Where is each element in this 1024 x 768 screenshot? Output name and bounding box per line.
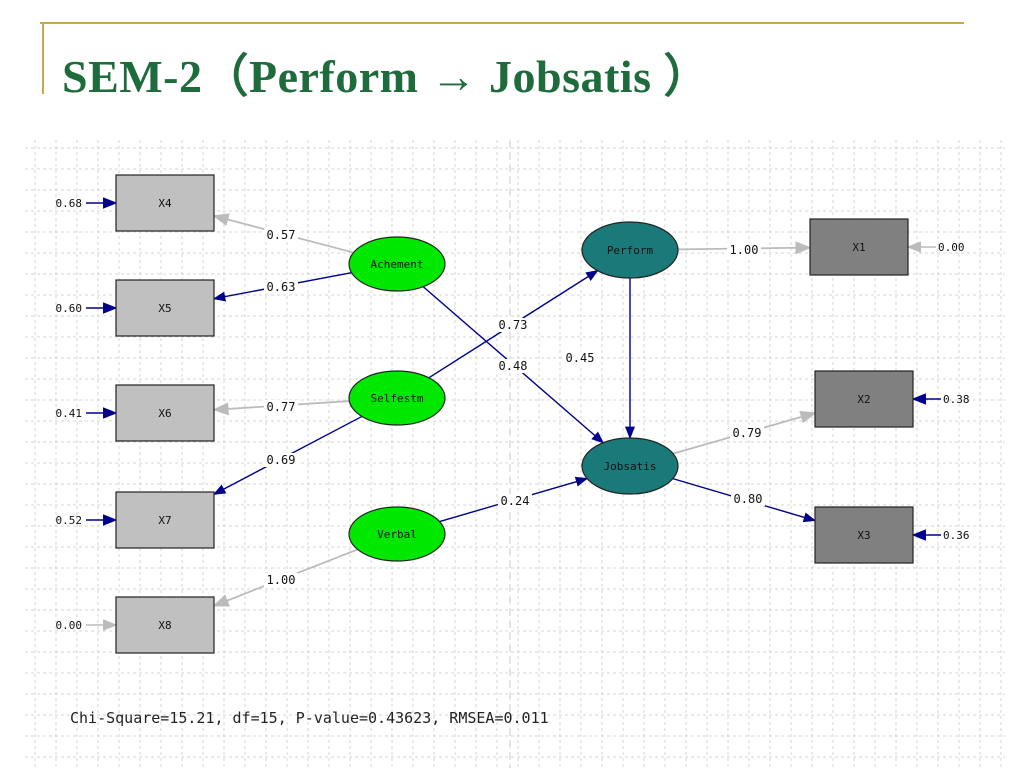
slide-title: SEM-2（Perform → Jobsatis ） (62, 51, 710, 102)
path-label-bg (727, 243, 761, 257)
path-coefficient-verbal-jobsatis: 0.24 (501, 494, 530, 508)
latent-label-selfestm: Selfestm (371, 392, 424, 405)
observed-box-x2 (814, 370, 914, 428)
title-accent-left-line (42, 22, 44, 94)
observed-label-x4: X4 (158, 197, 172, 210)
latent-jobsatis: Jobsatis (581, 437, 679, 495)
latent-selfestm: Selfestm (348, 370, 446, 426)
observed-x3: X3 (814, 506, 914, 564)
path-coefficient-selfestm-x6: 0.77 (267, 400, 296, 414)
latent-ellipse-verbal (348, 506, 446, 562)
observed-label-x7: X7 (158, 514, 171, 527)
path-label-bg (563, 351, 597, 365)
observed-label-x8: X8 (158, 619, 171, 632)
path-coefficient-selfestm-x7: 0.69 (267, 453, 296, 467)
error-variance-x7: 0.52 (56, 514, 83, 527)
path-coefficient-selfestm-perform: 0.73 (499, 318, 528, 332)
observed-label-x6: X6 (158, 407, 171, 420)
path-coefficient-achement-x5: 0.63 (267, 280, 296, 294)
latent-achement: Achement (348, 236, 446, 292)
latent-ellipse-selfestm (348, 370, 446, 426)
path-label-bg (264, 228, 298, 242)
observed-x6: X6 (115, 384, 215, 442)
path-label-bg (496, 318, 530, 332)
observed-box-x6 (115, 384, 215, 442)
latent-perform: Perform (581, 221, 679, 279)
observed-x1: X1 (809, 218, 909, 276)
error-variance-x2: 0.38 (943, 393, 970, 406)
path-label-bg (264, 573, 298, 587)
path-coefficient-achement-x4: 0.57 (267, 228, 296, 242)
error-variance-x5: 0.60 (56, 302, 83, 315)
observed-box-x4 (115, 174, 215, 232)
latent-verbal: Verbal (348, 506, 446, 562)
path-label-bg (264, 280, 298, 294)
observed-box-x8 (115, 596, 215, 654)
latent-ellipse-achement (348, 236, 446, 292)
latent-label-perform: Perform (607, 244, 654, 257)
fit-statistics: Chi-Square=15.21, df=15, P-value=0.43623… (70, 709, 549, 727)
latent-label-verbal: Verbal (377, 528, 417, 541)
path-coefficient-perform-jobsatis: 0.45 (566, 351, 595, 365)
observed-box-x3 (814, 506, 914, 564)
path-label-bg (496, 359, 530, 373)
observed-x8: X8 (115, 596, 215, 654)
path-coefficient-perform-x1: 1.00 (730, 243, 759, 257)
latent-ellipse-jobsatis (581, 437, 679, 495)
observed-x2: X2 (814, 370, 914, 428)
observed-label-x3: X3 (857, 529, 870, 542)
error-variance-x1: 0.00 (938, 241, 965, 254)
path-coefficient-jobsatis-x2: 0.79 (733, 426, 762, 440)
path-label-bg (264, 400, 298, 414)
path-coefficient-achement-jobsatis: 0.48 (499, 359, 528, 373)
error-variance-x3: 0.36 (943, 529, 970, 542)
observed-box-x5 (115, 279, 215, 337)
path-label-bg (731, 492, 765, 506)
observed-label-x2: X2 (857, 393, 870, 406)
title-accent-top-line (40, 22, 964, 24)
observed-box-x7 (115, 491, 215, 549)
path-label-bg (264, 453, 298, 467)
path-label-bg (730, 426, 764, 440)
path-label-bg (498, 494, 532, 508)
observed-x7: X7 (115, 491, 215, 549)
latent-ellipse-perform (581, 221, 679, 279)
path-coefficient-jobsatis-x3: 0.80 (734, 492, 763, 506)
latent-label-jobsatis: Jobsatis (604, 460, 657, 473)
error-variance-x4: 0.68 (56, 197, 83, 210)
observed-label-x5: X5 (158, 302, 171, 315)
observed-box-x1 (809, 218, 909, 276)
path-coefficient-verbal-x8: 1.00 (267, 573, 296, 587)
observed-x5: X5 (115, 279, 215, 337)
error-variance-x8: 0.00 (56, 619, 83, 632)
error-variance-x6: 0.41 (56, 407, 83, 420)
latent-label-achement: Achement (371, 258, 424, 271)
observed-label-x1: X1 (852, 241, 865, 254)
observed-x4: X4 (115, 174, 215, 232)
